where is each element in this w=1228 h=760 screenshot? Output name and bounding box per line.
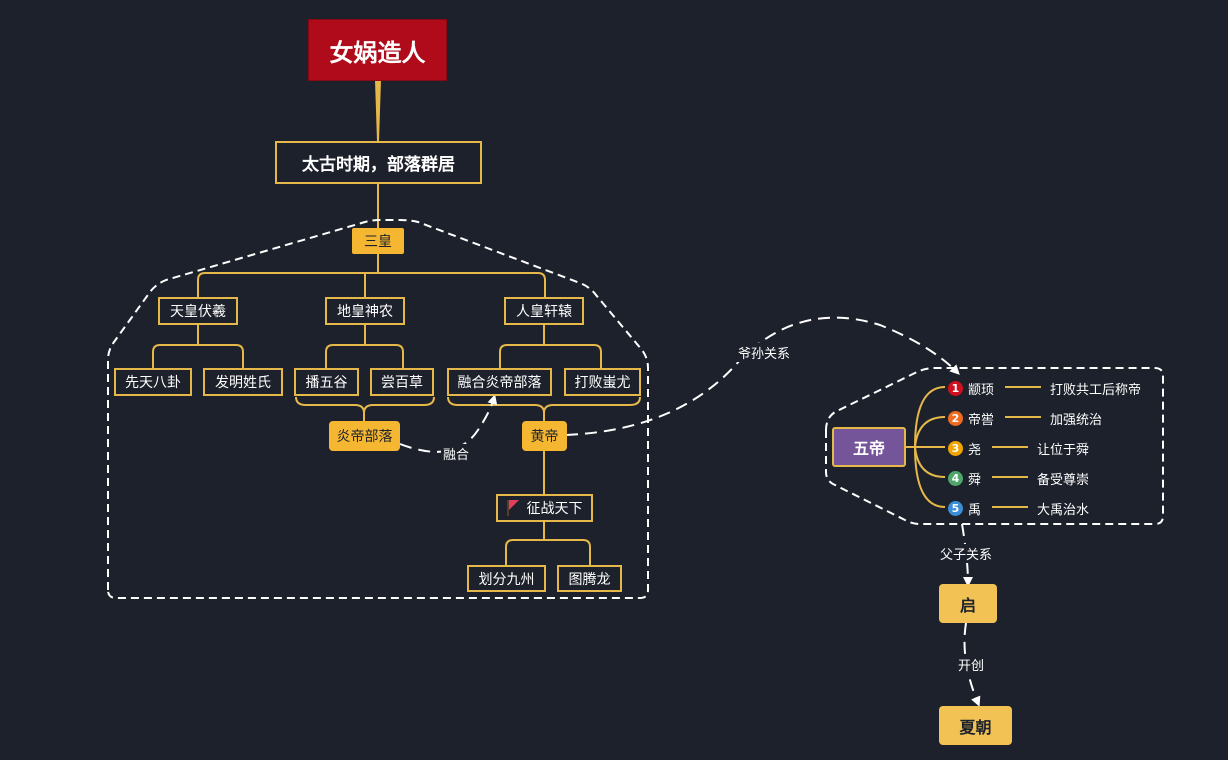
yandi-tribe-node[interactable]: 炎帝部落 xyxy=(329,421,400,451)
emperor-item[interactable]: 2 帝喾 xyxy=(948,409,994,428)
merge-relation-label[interactable]: 融合 xyxy=(441,444,472,463)
qi-node[interactable]: 启 xyxy=(939,584,997,623)
jiuzhou-label: 划分九州 xyxy=(478,571,535,588)
baicao-label: 尝百草 xyxy=(381,375,423,391)
root-topic[interactable]: 女娲造人 xyxy=(308,19,447,81)
sanhuang-node[interactable]: 三皇 xyxy=(352,228,404,254)
surname-node[interactable]: 发明姓氏 xyxy=(203,368,283,396)
totem-node[interactable]: 图腾龙 xyxy=(557,565,622,592)
emperor-name: 帝喾 xyxy=(968,413,995,428)
wudi-branches xyxy=(905,386,1041,508)
yandi-tribe-label: 炎帝部落 xyxy=(336,429,393,445)
conquer-label: 征战天下 xyxy=(526,501,583,517)
conquer-node[interactable]: 征战天下 xyxy=(496,494,593,522)
emperor-desc[interactable]: 让位于舜 xyxy=(1037,443,1090,458)
bagua-label: 先天八卦 xyxy=(125,375,181,391)
root-label: 女娲造人 xyxy=(329,38,426,67)
emperor-name: 尧 xyxy=(968,443,982,458)
main-topic-label: 太古时期，部落群居 xyxy=(302,155,455,175)
fuxi-node[interactable]: 天皇伏羲 xyxy=(158,297,238,325)
merge-relation xyxy=(399,394,498,453)
jiuzhou-node[interactable]: 划分九州 xyxy=(467,565,546,592)
father-son-relation xyxy=(961,523,973,587)
father-son-relation-label[interactable]: 父子关系 xyxy=(938,544,995,563)
emperor-item[interactable]: 5 禹 xyxy=(948,499,981,518)
xia-node[interactable]: 夏朝 xyxy=(939,706,1012,745)
number-2-icon: 2 xyxy=(948,411,963,426)
sanhuang-label: 三皇 xyxy=(364,234,392,250)
flag-icon xyxy=(506,500,519,516)
emperor-item[interactable]: 4 舜 xyxy=(948,469,981,488)
baicao-node[interactable]: 尝百草 xyxy=(370,368,434,396)
surname-label: 发明姓氏 xyxy=(215,375,271,391)
sanhuang-branches xyxy=(152,254,641,565)
grandfather-relation-label[interactable]: 爷孙关系 xyxy=(736,343,793,362)
emperor-name: 颛顼 xyxy=(968,383,995,398)
emperor-desc[interactable]: 大禹治水 xyxy=(1037,503,1090,518)
fuxi-label: 天皇伏羲 xyxy=(170,304,226,320)
defeat-chiyou-node[interactable]: 打败蚩尤 xyxy=(564,368,641,396)
wugu-label: 播五谷 xyxy=(305,375,348,391)
emperor-item[interactable]: 3 尧 xyxy=(948,439,981,458)
main-topic[interactable]: 太古时期，部落群居 xyxy=(275,141,482,184)
number-1-icon: 1 xyxy=(948,381,963,396)
wudi-node[interactable]: 五帝 xyxy=(832,427,906,467)
emperor-desc[interactable]: 打败共工后称帝 xyxy=(1050,383,1142,398)
emperor-item[interactable]: 1 颛顼 xyxy=(948,379,994,398)
number-4-icon: 4 xyxy=(948,471,963,486)
sanhuang-boundary xyxy=(107,219,649,599)
wudi-boundary xyxy=(825,367,1164,525)
grandfather-relation xyxy=(565,316,960,436)
emperor-name: 舜 xyxy=(968,473,982,488)
founded-relation-label[interactable]: 开创 xyxy=(956,655,987,674)
root-connector xyxy=(375,80,381,141)
totem-label: 图腾龙 xyxy=(568,571,611,588)
number-3-icon: 3 xyxy=(948,441,963,456)
emperor-desc[interactable]: 加强统治 xyxy=(1050,413,1103,428)
number-5-icon: 5 xyxy=(948,501,963,516)
defeat-chiyou-label: 打败蚩尤 xyxy=(574,375,631,391)
emperor-desc[interactable]: 备受尊崇 xyxy=(1037,473,1090,488)
shennong-label: 地皇神农 xyxy=(337,304,393,320)
shennong-node[interactable]: 地皇神农 xyxy=(325,297,405,325)
wudi-label: 五帝 xyxy=(852,439,885,458)
qi-label: 启 xyxy=(959,595,976,615)
xuanyuan-label: 人皇轩辕 xyxy=(516,304,572,320)
xuanyuan-node[interactable]: 人皇轩辕 xyxy=(504,297,584,325)
huangdi-label: 黄帝 xyxy=(530,429,559,445)
emperor-name: 禹 xyxy=(968,503,982,518)
merge-yandi-node[interactable]: 融合炎帝部落 xyxy=(447,368,552,396)
merge-yandi-label: 融合炎帝部落 xyxy=(457,375,542,391)
xia-label: 夏朝 xyxy=(959,717,992,737)
huangdi-node[interactable]: 黄帝 xyxy=(522,421,567,451)
wugu-node[interactable]: 播五谷 xyxy=(294,368,359,396)
bagua-node[interactable]: 先天八卦 xyxy=(114,368,192,396)
